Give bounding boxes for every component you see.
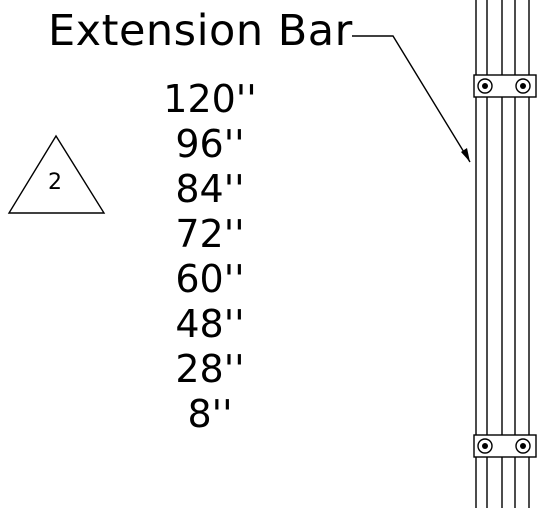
- length-list: 120'' 96'' 84'' 72'' 60'' 48'' 28'' 8'': [110, 80, 310, 440]
- length-item: 60'': [175, 257, 245, 301]
- part-title: Extension Bar: [48, 6, 353, 56]
- length-item: 48'': [175, 302, 245, 346]
- bottom-clamp: [473, 434, 537, 458]
- callout-triangle: [7, 134, 106, 214]
- length-item: 96'': [175, 122, 245, 166]
- length-item: 84'': [175, 167, 245, 211]
- length-item: 120'': [163, 77, 257, 121]
- length-item: 28'': [175, 347, 245, 391]
- length-item: 8'': [187, 392, 233, 436]
- length-item: 72'': [175, 212, 245, 256]
- callout-number: 2: [48, 170, 62, 195]
- leader-line: [352, 35, 471, 163]
- leader-arrowhead: [461, 148, 470, 162]
- top-clamp: [473, 74, 537, 98]
